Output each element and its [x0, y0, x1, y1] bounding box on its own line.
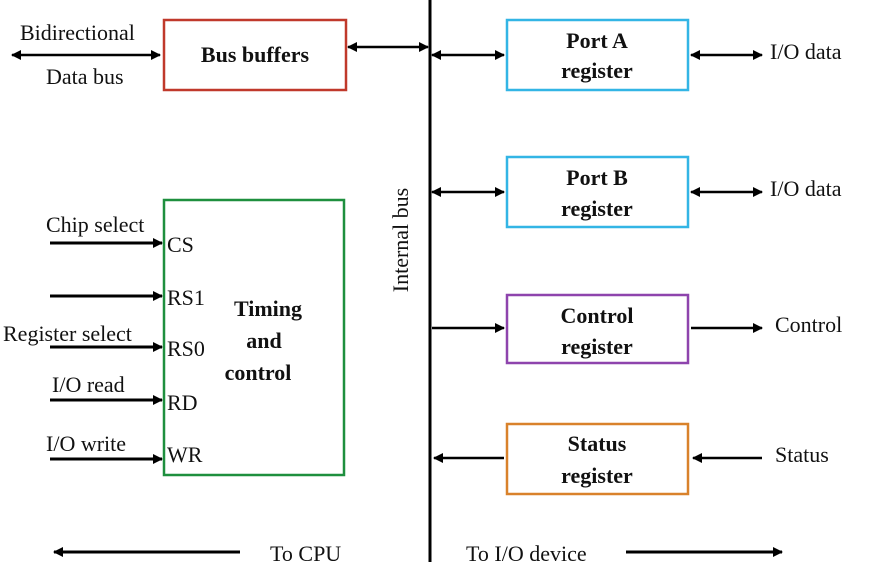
- pin-wr: WR: [167, 442, 203, 467]
- pin-rs1: RS1: [167, 285, 205, 310]
- to-cpu-label: To CPU: [270, 541, 341, 566]
- register-select-label: Register select: [3, 321, 132, 346]
- internal-bus-label: Internal bus: [388, 188, 413, 292]
- bus-buffers-title: Bus buffers: [201, 42, 310, 67]
- port-a-block: [505, 18, 690, 92]
- port-a-title-1: Port A: [566, 28, 628, 53]
- pin-rs0: RS0: [167, 336, 205, 361]
- timing-title-1: Timing: [234, 296, 302, 321]
- bus-buffers-block: [162, 18, 348, 92]
- pin-rd: RD: [167, 390, 198, 415]
- chip-select-label: Chip select: [46, 212, 144, 237]
- control-title-1: Control: [561, 303, 634, 328]
- timing-title-3: control: [225, 360, 292, 385]
- io-read-label: I/O read: [52, 372, 125, 397]
- status-in-label: Status: [775, 442, 829, 467]
- status-title-2: register: [561, 463, 633, 488]
- pin-cs: CS: [167, 232, 194, 257]
- control-out-label: Control: [775, 312, 842, 337]
- port-b-block: [505, 155, 690, 229]
- bidirectional-label: Bidirectional: [20, 20, 135, 45]
- port-b-title-1: Port B: [566, 165, 628, 190]
- control-title-2: register: [561, 334, 633, 359]
- timing-title-2: and: [246, 328, 281, 353]
- io-data-a-label: I/O data: [770, 39, 842, 64]
- io-write-label: I/O write: [46, 431, 126, 456]
- to-io-label: To I/O device: [466, 541, 587, 566]
- status-title-1: Status: [568, 431, 627, 456]
- status-register-block: [505, 422, 690, 496]
- port-a-title-2: register: [561, 58, 633, 83]
- data-bus-label: Data bus: [46, 64, 124, 89]
- port-b-title-2: register: [561, 196, 633, 221]
- io-data-b-label: I/O data: [770, 176, 842, 201]
- timing-control-block: [162, 198, 346, 477]
- control-register-block: [505, 293, 690, 365]
